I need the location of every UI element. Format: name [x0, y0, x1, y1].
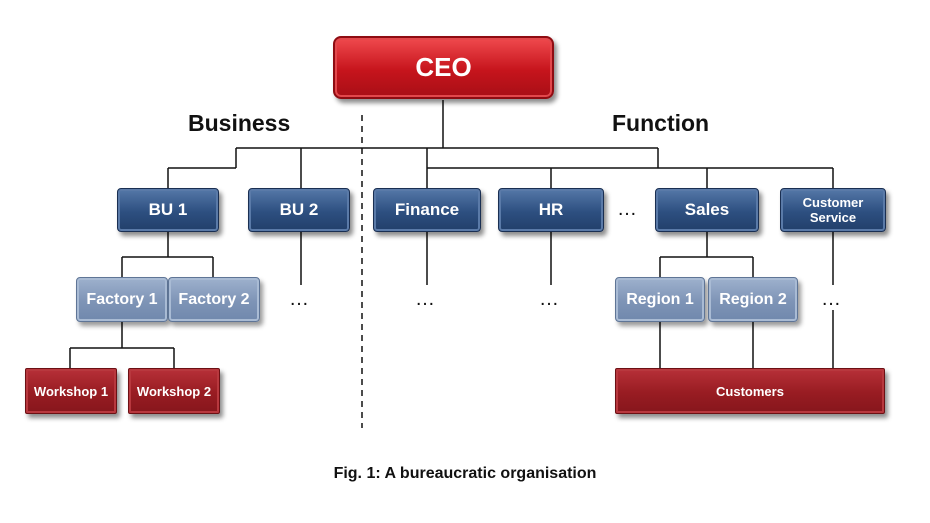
ellipsis-bu: … [289, 288, 310, 310]
bu1-node: BU 1 [117, 188, 219, 232]
factory2-node: Factory 2 [168, 277, 260, 322]
hr-node: HR [498, 188, 604, 232]
workshop2-node: Workshop 2 [128, 368, 220, 414]
business-heading: Business [188, 110, 291, 136]
ceo-node: CEO [333, 36, 554, 99]
workshop1-node: Workshop 1 [25, 368, 117, 414]
ellipsis-finance: … [415, 288, 436, 310]
customer-service-node: Customer Service [780, 188, 886, 232]
function-heading: Function [612, 110, 710, 136]
figure-caption: Fig. 1: A bureaucratic organisation [333, 465, 597, 482]
factory1-node: Factory 1 [76, 277, 168, 322]
ellipsis-hr: … [539, 288, 560, 310]
bu2-node: BU 2 [248, 188, 350, 232]
ellipsis-customer-service: … [821, 288, 842, 310]
region2-node: Region 2 [708, 277, 798, 322]
sales-node: Sales [655, 188, 759, 232]
finance-node: Finance [373, 188, 481, 232]
region1-node: Region 1 [615, 277, 705, 322]
ellipsis-functions: … [617, 198, 638, 220]
customers-node: Customers [615, 368, 885, 414]
